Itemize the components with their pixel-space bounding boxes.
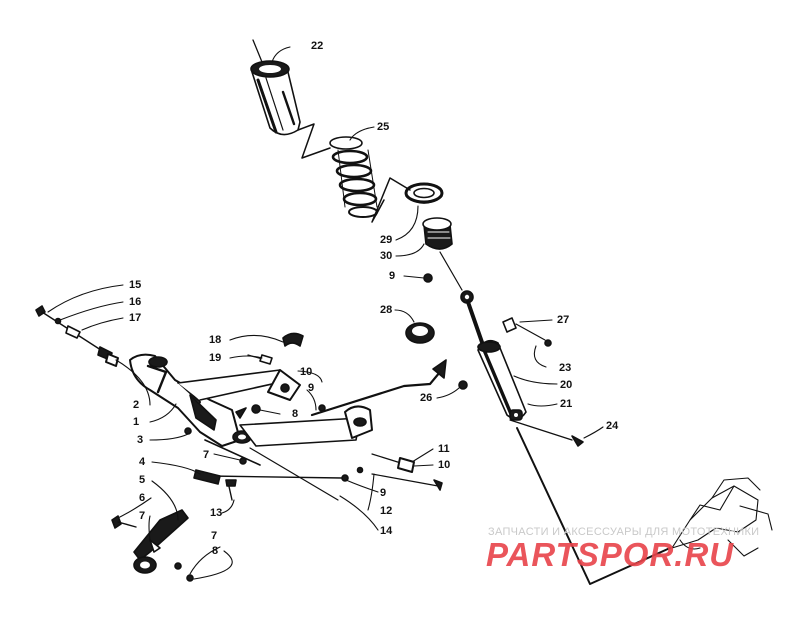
callout-28: 28	[380, 304, 393, 316]
callout-5: 5	[139, 474, 146, 486]
callout-9: 9	[389, 270, 396, 282]
callout-4: 4	[139, 456, 146, 468]
callout-7: 7	[211, 530, 218, 542]
watermark-logo: PARTSPOR.RU	[486, 536, 735, 573]
connector-line	[297, 123, 331, 159]
tie-rod-part	[193, 447, 443, 501]
upper-arm-part	[177, 332, 304, 401]
callout-1: 1	[133, 416, 140, 428]
watermark-subtitle: ЗАПЧАСТИ И АКСЕССУАРЫ ДЛЯ МОТОТЕХНИКИ	[488, 526, 760, 538]
callout-7: 7	[139, 510, 146, 522]
callout-leaders	[47, 46, 604, 580]
callout-18: 18	[209, 334, 222, 346]
callout-7: 7	[203, 449, 210, 461]
callout-27: 27	[557, 314, 570, 326]
callout-20: 20	[560, 379, 573, 391]
steering-arm-part	[111, 427, 247, 582]
callout-6: 6	[139, 492, 146, 504]
shock-absorber-part	[458, 290, 584, 447]
pivot-bolt-part	[35, 305, 119, 367]
lower-arm-part	[239, 404, 373, 447]
connector-line	[516, 427, 671, 585]
callout-14: 14	[380, 525, 393, 537]
callout-8: 8	[292, 408, 299, 420]
callout-9: 9	[308, 382, 315, 394]
callout-3: 3	[137, 434, 144, 446]
callout-22: 22	[311, 40, 324, 52]
bump-stop-part	[405, 322, 435, 344]
callout-8: 8	[212, 545, 219, 557]
callout-21: 21	[560, 398, 573, 410]
callout-23: 23	[559, 362, 572, 374]
assembly-arrow	[235, 359, 447, 419]
connector-line	[371, 177, 411, 223]
callout-29: 29	[380, 234, 393, 246]
callout-2: 2	[133, 399, 140, 411]
nut-part	[423, 273, 433, 283]
callout-26: 26	[420, 392, 433, 404]
callout-15: 15	[129, 279, 142, 291]
callout-19: 19	[209, 352, 222, 364]
callout-11: 11	[438, 443, 450, 455]
callout-10: 10	[438, 459, 451, 471]
callout-12: 12	[380, 505, 393, 517]
callout-16: 16	[129, 296, 142, 308]
spring-seat-part	[404, 182, 444, 204]
callout-25: 25	[377, 121, 390, 133]
callout-24: 24	[606, 420, 619, 432]
adjuster-collar-part	[422, 217, 453, 250]
coil-spring-part	[329, 136, 378, 218]
callout-30: 30	[380, 250, 393, 262]
callout-17: 17	[129, 312, 142, 324]
frame-reference-sketch	[671, 477, 773, 557]
callout-9: 9	[380, 487, 387, 499]
spring-cover-part	[250, 39, 301, 136]
callout-10: 10	[300, 366, 313, 378]
callout-13: 13	[210, 507, 223, 519]
